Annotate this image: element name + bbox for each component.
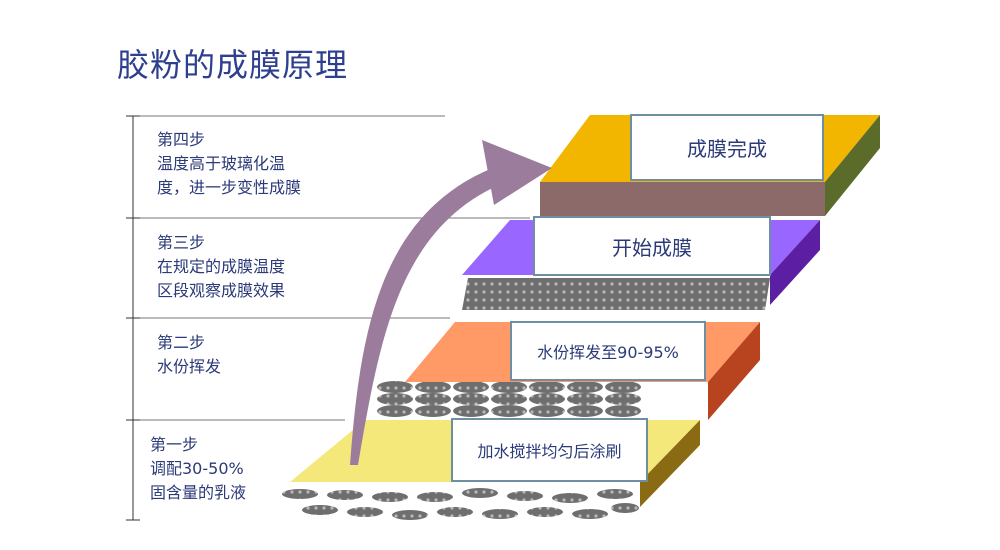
layer-4-label: 成膜完成 bbox=[630, 114, 824, 181]
step-2-line-1: 水份挥发 bbox=[157, 357, 222, 376]
layer-2-label: 水份挥发至90-95% bbox=[510, 321, 706, 381]
step-3-line-1: 在规定的成膜温度 bbox=[157, 257, 286, 276]
step-4-name: 第四步 bbox=[157, 130, 206, 149]
step-scale bbox=[126, 115, 530, 521]
step-1-line-2: 固含量的乳液 bbox=[150, 483, 247, 502]
layer-4-side bbox=[825, 115, 880, 216]
step-3-name: 第三步 bbox=[157, 233, 206, 252]
layer-3-label: 开始成膜 bbox=[533, 216, 771, 276]
step-2-name: 第二步 bbox=[157, 333, 206, 352]
step-4-line-2: 度，进一步变性成膜 bbox=[157, 178, 302, 197]
layer-3-particles bbox=[462, 278, 770, 310]
step-1-text: 第一步 调配30-50% 固含量的乳液 bbox=[150, 433, 246, 505]
page-title: 胶粉的成膜原理 bbox=[117, 46, 349, 84]
step-1-name: 第一步 bbox=[150, 435, 199, 454]
step-4-line-1: 温度高于玻璃化温 bbox=[157, 154, 286, 173]
step-3-line-2: 区段观察成膜效果 bbox=[157, 281, 286, 300]
layer-1-side bbox=[640, 420, 700, 507]
layer-1-label: 加水搅拌均匀后涂刷 bbox=[451, 418, 648, 482]
step-2-text: 第二步 水份挥发 bbox=[157, 331, 221, 379]
layer-1-particles bbox=[282, 488, 639, 520]
layer-4-front bbox=[540, 182, 825, 216]
step-3-text: 第三步 在规定的成膜温度 区段观察成膜效果 bbox=[157, 231, 285, 303]
layer-3-side bbox=[770, 220, 820, 305]
step-4-text: 第四步 温度高于玻璃化温 度，进一步变性成膜 bbox=[157, 128, 301, 200]
step-1-line-1: 调配30-50% bbox=[150, 459, 244, 478]
layer-2-particles bbox=[377, 381, 641, 417]
curved-arrow-icon bbox=[350, 140, 552, 465]
layer-2-side bbox=[708, 322, 760, 420]
